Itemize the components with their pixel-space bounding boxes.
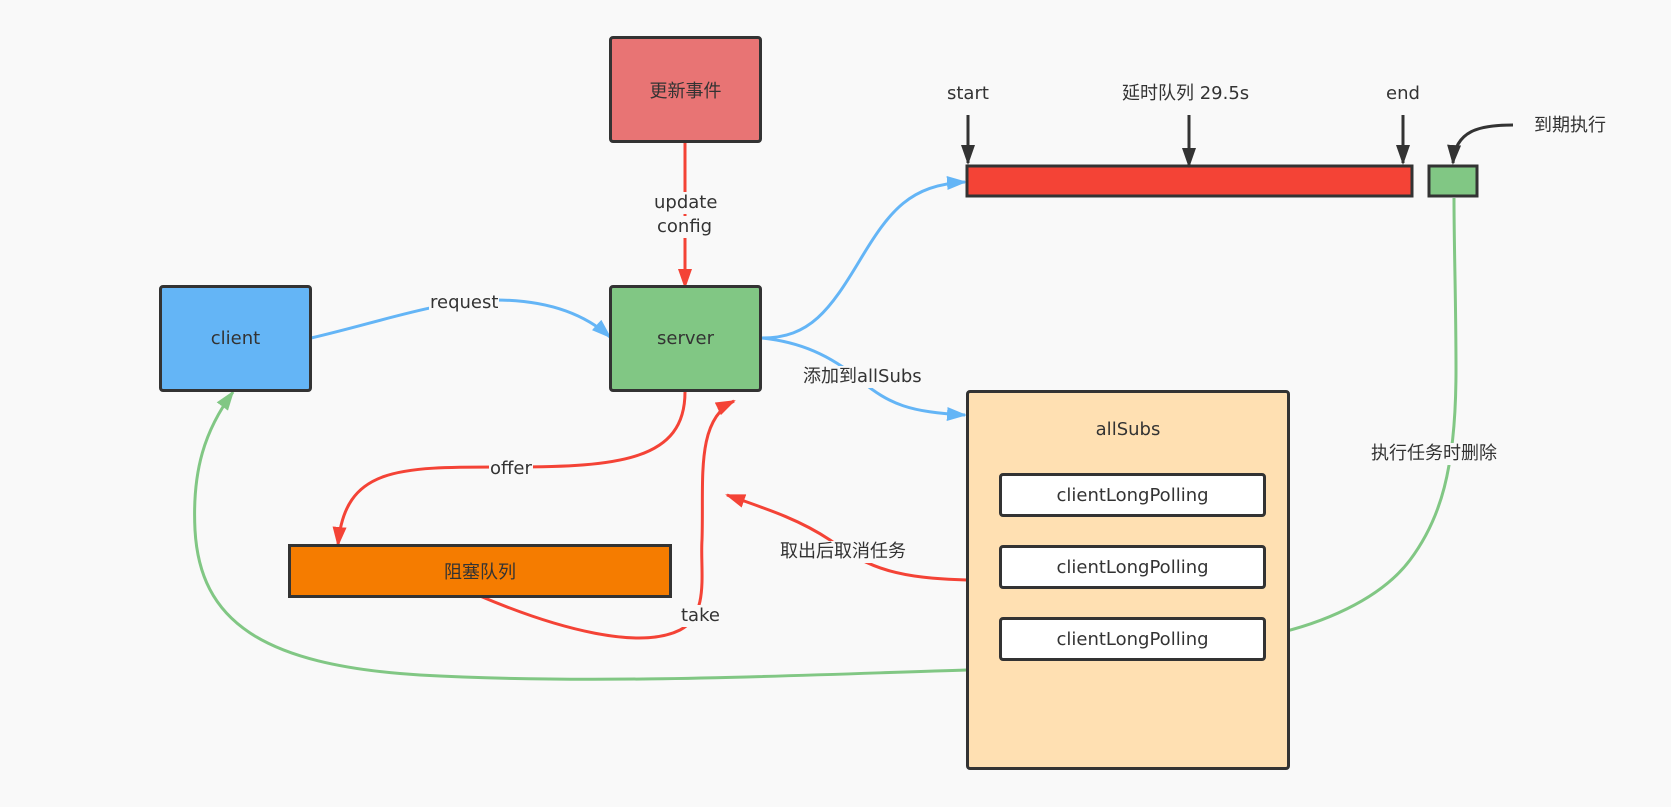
edge-delete-on-execute [1263,197,1458,640]
server-label: server [657,328,714,349]
take-label: take [680,605,721,627]
add-to-allsubs-label: 添加到allSubs [802,366,923,388]
blocking-queue-node: 阻塞队列 [288,544,672,598]
allsubs-item: clientLongPolling [999,473,1266,517]
allsubs-title: allSubs [1095,419,1161,440]
delete-on-execute-label: 执行任务时删除 [1370,443,1498,465]
server-node: server [609,285,762,392]
request-label: request [429,292,500,314]
delay-queue-label: 延时队列 29.5s [1122,83,1250,104]
cancel-after-take-label: 取出后取消任务 [779,541,907,563]
expire-arrow [1447,123,1514,165]
delay-end-label: end [1386,83,1420,104]
expire-label: 到期执行 [1534,115,1606,136]
update-config-label-line1: update [653,192,719,214]
allsubs-item-label: clientLongPolling [1056,556,1209,578]
client-node: client [159,285,312,392]
allsubs-item-label: clientLongPolling [1056,628,1209,650]
delay-queue-bar [965,164,1414,198]
update-event-label: 更新事件 [649,80,722,102]
blocking-queue-label: 阻塞队列 [444,562,516,583]
offer-label: offer [489,458,533,480]
update-event-node: 更新事件 [609,36,762,143]
delay-start-label: start [947,83,989,104]
edge-server-to-delay-queue [761,175,967,340]
edge-cancel-after-take [725,493,968,582]
expire-box [1427,164,1479,198]
allsubs-item: clientLongPolling [999,545,1266,589]
client-label: client [210,328,261,349]
update-config-label-line2: config [656,216,714,238]
allsubs-item: clientLongPolling [999,617,1266,661]
edge-take [479,399,736,640]
allsubs-item-label: clientLongPolling [1056,484,1209,506]
edge-allsubs-to-client [193,390,968,681]
